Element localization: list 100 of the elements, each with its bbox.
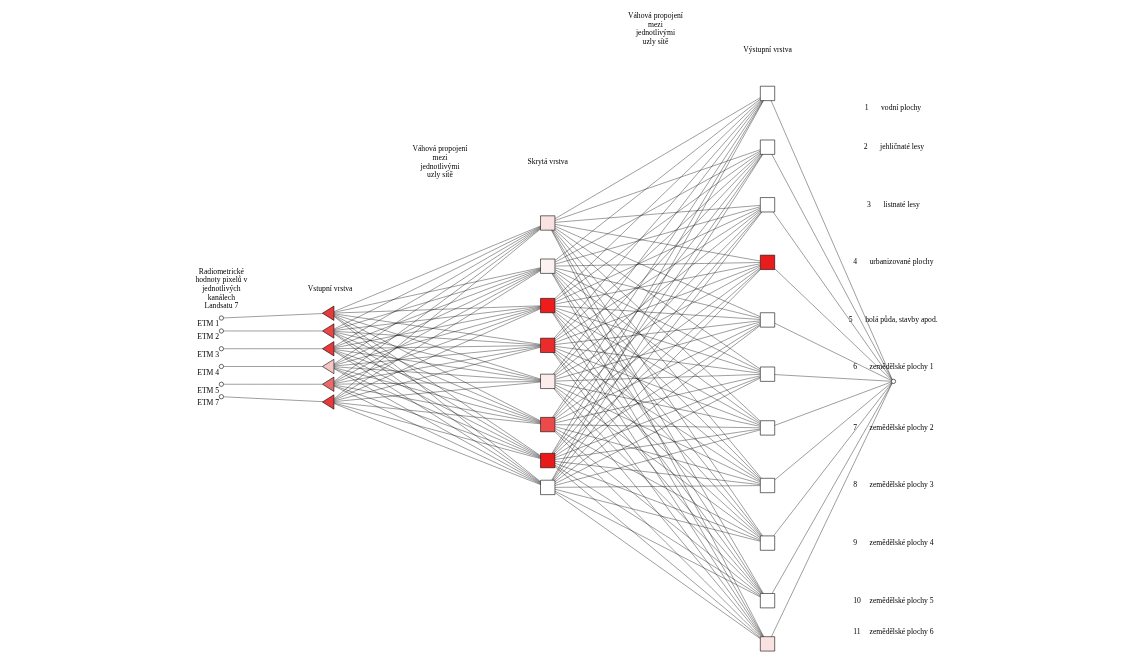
node-label: jehličnaté lesy [879,142,924,151]
connector [333,225,541,312]
node-box [539,453,555,469]
node-label: vodní plochy [880,103,921,113]
node-triangle [321,305,334,321]
node-label: 1 [864,103,869,113]
node-label: zemědělské plochy 2 [869,422,934,432]
node-box [759,593,775,609]
node-label: 6 [852,361,857,371]
connector [554,376,760,458]
connector [554,386,760,538]
connector [333,306,541,349]
connector [554,262,760,267]
node-label: ETM 2 [196,332,219,342]
connector [554,430,760,595]
node-box [539,479,555,495]
node-label: ETM 5 [196,385,219,395]
node-box [759,636,775,652]
connector [333,332,541,422]
connector [333,345,541,367]
connector [333,385,541,459]
node-box [759,312,775,328]
node-box [759,366,775,382]
node-label: listnaté lesy [882,199,920,209]
node-circle [218,394,224,400]
node-label: ETM 4 [196,367,219,377]
node-triangle [321,359,334,374]
node-triangle [321,341,334,357]
connector [774,374,891,382]
connector [553,154,761,375]
connector [774,323,892,381]
connector [553,352,761,594]
connector [554,226,760,317]
node-box [539,417,555,433]
node-box [539,298,555,314]
connector [333,267,541,313]
node-label: zemědělské plochy 3 [869,480,934,490]
connector [333,366,541,382]
connector [554,264,760,343]
connector [333,384,541,424]
connector [554,346,760,374]
node-circle [218,364,224,369]
node-box [759,420,775,436]
connector [333,402,541,424]
connector [333,347,541,402]
node-label: 3 [866,199,871,209]
connector [554,320,760,345]
connector [333,315,541,422]
node-label: 9 [852,537,857,547]
node-label: ETM 7 [196,398,219,408]
label: Radiometrické hodnoty pixelů v jednotlivých kanálech Landsatu 7 [194,266,247,311]
node-triangle [321,394,334,410]
connector [554,267,760,319]
connector [554,153,760,339]
node-label: 4 [852,257,857,267]
connector [554,428,760,460]
node-label: zemědělské plochy 6 [869,627,934,637]
connector [770,100,892,380]
connector [333,331,541,380]
node-circle [890,378,896,384]
connector [333,403,541,485]
node-label: zemědělské plochy 5 [869,595,934,605]
connector [554,205,760,223]
node-box [539,258,555,274]
connector [554,375,760,424]
connector [333,367,541,423]
node-box [539,373,555,389]
node-box [759,478,775,493]
connector [333,331,541,346]
node-box [759,254,775,270]
node-label: 11 [852,627,861,637]
node-label: zemědělské plochy 1 [869,361,934,371]
node-label: 2 [863,142,868,151]
connector [554,207,760,303]
node-triangle [321,376,334,392]
connector [553,312,761,536]
label: Výstupní vrstva [742,45,792,55]
connector [554,351,760,537]
node-circle [218,381,224,387]
node-circle [218,315,224,321]
node-label: holá půda, stavby apod. [864,314,938,324]
label: Skrytá vrstva [526,157,568,167]
connector [554,321,760,380]
connector [554,263,760,305]
connector [554,305,760,320]
node-circle [218,328,224,334]
node-box [759,197,775,213]
connector [554,424,760,428]
connector [554,324,760,457]
connector [554,347,760,426]
node-label: ETM 3 [196,350,219,360]
node-box [759,535,775,551]
node-label: 10 [852,595,861,605]
node-label: zemědělské plochy 4 [869,537,934,547]
connector [554,388,760,594]
connector [333,305,541,314]
node-label: ETM 1 [196,319,219,329]
connector [554,374,760,382]
connector [554,152,760,301]
connector [333,307,541,366]
